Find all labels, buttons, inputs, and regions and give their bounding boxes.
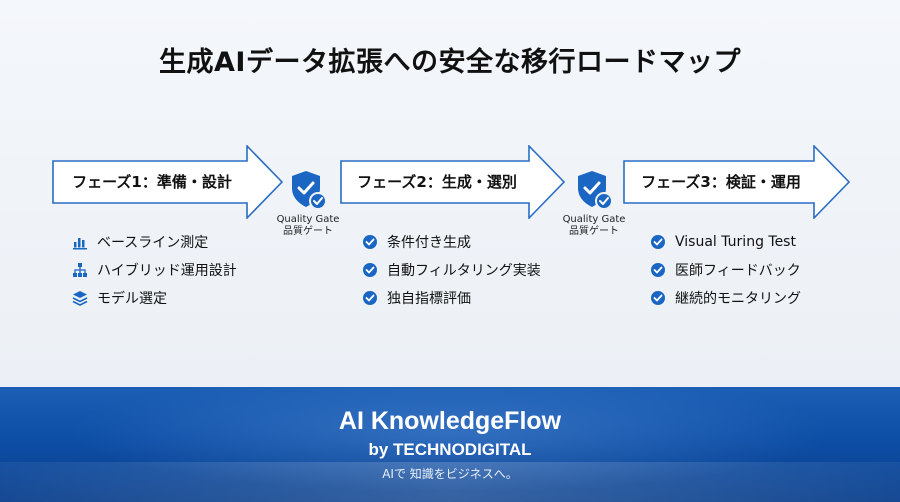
brand-tagline: AIで 知識をビジネスへ。 <box>382 467 518 481</box>
bar-chart-icon <box>73 238 87 250</box>
shield-check-icon <box>292 171 327 210</box>
list-item: ハイブリッド運用設計 <box>72 256 237 284</box>
item-text: ベースライン測定 <box>97 235 209 251</box>
item-text: モデル選定 <box>97 291 167 307</box>
phase-1-items: ベースライン測定 ハイブリッド運用設計 モデル選定 <box>72 228 237 312</box>
item-text: 独自指標評価 <box>387 291 471 307</box>
phase-1-label: フェーズ1：準備・設計 <box>72 173 232 191</box>
phase-2-label: フェーズ2：生成・選別 <box>357 173 517 191</box>
arrow-shape <box>623 145 851 219</box>
item-text: 条件付き生成 <box>387 235 471 251</box>
gate-label-ja: 品質ゲート <box>283 226 333 237</box>
footer-banner: AI KnowledgeFlow by TECHNODIGITAL AIで 知識… <box>0 387 900 502</box>
check-circle-icon <box>651 291 665 305</box>
brand-name: AI KnowledgeFlow <box>338 407 562 435</box>
footer-glow <box>0 387 900 502</box>
item-text: 自動フィルタリング実装 <box>387 263 541 279</box>
shield-check-icon <box>578 171 613 210</box>
brand-company: by TECHNODIGITAL <box>368 440 532 459</box>
phase-2-arrow: フェーズ2：生成・選別 <box>340 145 566 219</box>
list-item: Visual Turing Test <box>650 228 801 256</box>
phase-3-label: フェーズ3：検証・運用 <box>641 173 801 191</box>
footer-wave <box>0 462 900 502</box>
item-text: 医師フィードバック <box>675 263 801 279</box>
check-circle-icon <box>363 235 377 249</box>
item-text: 継続的モニタリング <box>675 291 801 307</box>
check-circle-icon <box>363 263 377 277</box>
list-item: 継続的モニタリング <box>650 284 801 312</box>
gate-label-en: Quality Gate <box>562 214 626 225</box>
phase-1-arrow: フェーズ1：準備・設計 <box>52 145 284 219</box>
list-item: 医師フィードバック <box>650 256 801 284</box>
check-circle-icon <box>651 235 665 249</box>
quality-gate-2: Quality Gate 品質ゲート <box>549 168 639 238</box>
arrow-shape <box>52 145 284 219</box>
page-title: 生成AIデータ拡張への安全な移行ロードマップ <box>159 47 741 78</box>
arrow-shape <box>340 145 566 219</box>
list-item: モデル選定 <box>72 284 237 312</box>
list-item: ベースライン測定 <box>72 228 237 256</box>
item-text: ハイブリッド運用設計 <box>97 263 237 279</box>
check-circle-icon <box>651 263 665 277</box>
list-item: 条件付き生成 <box>362 228 541 256</box>
item-text: Visual Turing Test <box>675 234 796 250</box>
check-circle-icon <box>363 291 377 305</box>
list-item: 独自指標評価 <box>362 284 541 312</box>
phase-3-items: Visual Turing Test 医師フィードバック 継続的モニタリング <box>650 228 801 312</box>
gate-label-en: Quality Gate <box>276 214 340 225</box>
phase-3-arrow: フェーズ3：検証・運用 <box>623 145 851 219</box>
list-item: 自動フィルタリング実装 <box>362 256 541 284</box>
hierarchy-icon <box>73 263 87 277</box>
layers-icon <box>72 291 88 306</box>
phase-2-items: 条件付き生成 自動フィルタリング実装 独自指標評価 <box>362 228 541 312</box>
quality-gate-1: Quality Gate 品質ゲート <box>263 168 353 238</box>
gate-label-ja: 品質ゲート <box>569 226 619 237</box>
